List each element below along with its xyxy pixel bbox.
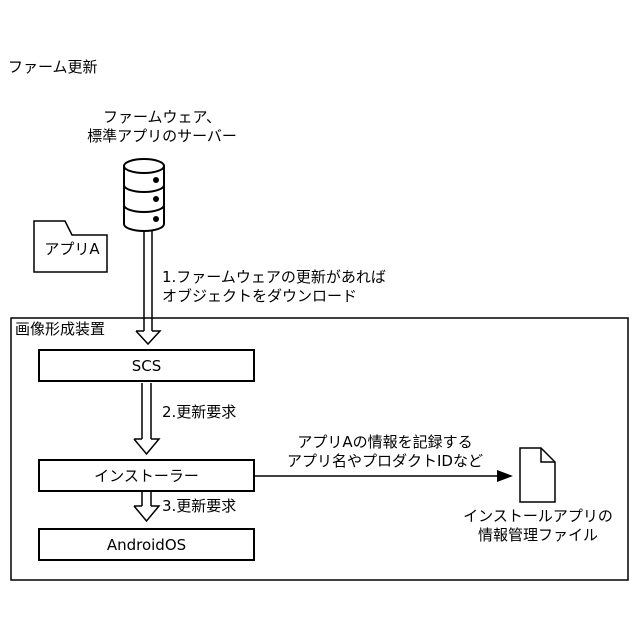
update-request-label-2: 2.更新要求 bbox=[162, 403, 236, 422]
android-os-box: AndroidOS bbox=[38, 528, 255, 561]
record-step-line-1: アプリAの情報を記録する bbox=[272, 433, 498, 452]
download-step-label: 1.ファームウェアの更新があれば オブジェクトをダウンロード bbox=[162, 268, 386, 306]
scs-label: SCS bbox=[40, 351, 253, 380]
update-request-arrow-3 bbox=[134, 491, 159, 521]
download-step-line-2: オブジェクトをダウンロード bbox=[162, 287, 386, 306]
file-label-line-2: 情報管理ファイル bbox=[446, 526, 630, 545]
update-request-arrow-2 bbox=[134, 383, 159, 454]
android-os-label: AndroidOS bbox=[40, 530, 253, 559]
installer-label: インストーラー bbox=[40, 461, 253, 490]
download-arrow bbox=[136, 231, 160, 344]
download-step-line-1: 1.ファームウェアの更新があれば bbox=[162, 268, 386, 287]
record-step-line-2: アプリ名やプロダクトIDなど bbox=[272, 452, 498, 471]
installer-box: インストーラー bbox=[38, 459, 255, 492]
database-icon bbox=[124, 159, 164, 231]
update-request-label-3: 3.更新要求 bbox=[162, 497, 236, 516]
record-arrow bbox=[253, 470, 513, 482]
folder-label: アプリA bbox=[40, 240, 104, 259]
document-icon bbox=[520, 448, 555, 502]
file-label-line-1: インストールアプリの bbox=[446, 507, 630, 526]
scs-box: SCS bbox=[38, 349, 255, 382]
record-step-label: アプリAの情報を記録する アプリ名やプロダクトIDなど bbox=[272, 433, 498, 471]
device-title: 画像形成装置 bbox=[15, 320, 105, 339]
file-label: インストールアプリの 情報管理ファイル bbox=[446, 507, 630, 545]
